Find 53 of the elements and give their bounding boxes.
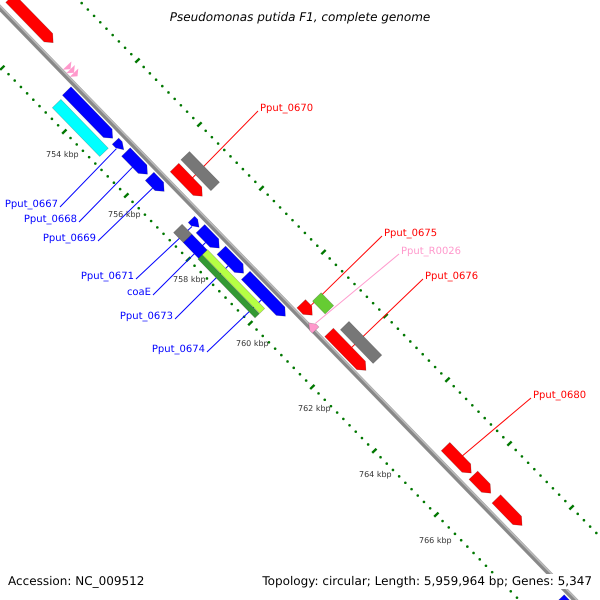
gene-label: coaE (126, 287, 151, 299)
leader-line (136, 226, 192, 280)
scale-label: 760 kbp (236, 338, 269, 350)
leader-line (192, 110, 258, 178)
gene-label: Pput_0674 (152, 344, 205, 356)
gene-feature (340, 320, 382, 364)
gene-feature (492, 494, 522, 526)
gene-label: Pput_0668 (24, 214, 77, 226)
gene-feature (62, 61, 78, 77)
accession-text: Accession: NC_009512 (8, 574, 144, 589)
leader-line (310, 236, 382, 306)
gene-feature (468, 470, 492, 494)
gene-feature (216, 246, 244, 274)
gene-feature (62, 86, 114, 139)
gene-feature (170, 162, 203, 197)
leader-line (351, 278, 424, 348)
scale-label: 766 kbp (419, 535, 452, 547)
leader-line (314, 254, 400, 324)
title: Pseudomonas putida F1, complete genome (168, 10, 432, 25)
gene-label: Pput_0676 (425, 271, 478, 283)
scale-label: 754 kbp (46, 149, 79, 161)
gene-label: Pput_0671 (80, 271, 134, 283)
gene-feature (440, 442, 472, 474)
scale-label: 758 kbp (173, 274, 206, 286)
gene-label: Pput_0673 (120, 311, 173, 323)
gene-feature (324, 328, 366, 371)
genome-info-text: Topology: circular; Length: 5,959,964 bp; Genes: 5,347 (262, 574, 592, 589)
gene-label: Pput_0675 (384, 228, 438, 240)
gene-feature (173, 224, 192, 244)
gene-feature (112, 138, 124, 150)
gene-feature (5, 0, 54, 44)
gene-label: Pput_0669 (42, 233, 96, 245)
gene-feature (144, 172, 165, 192)
gene-feature (196, 224, 220, 248)
gene-label: Pput_0680 (533, 390, 586, 402)
gene-feature (182, 234, 208, 259)
gene-feature (188, 216, 200, 228)
gene-label: Pput_0667 (4, 199, 58, 211)
scale-label: 762 kbp (298, 403, 331, 415)
gene-feature (180, 151, 220, 192)
scale-label: 756 kbp (108, 209, 141, 221)
gene-feature (296, 299, 313, 316)
gene-feature (312, 292, 334, 314)
gene-label: Pput_R0026 (401, 246, 462, 258)
scale-label: 764 kbp (359, 469, 392, 481)
gene-label: Pput_0670 (260, 103, 314, 115)
leader-line (98, 188, 154, 242)
gene-feature (308, 322, 320, 334)
leader-line (78, 166, 133, 222)
gene-feature (121, 147, 148, 175)
leader-line (462, 398, 532, 456)
leader-line (60, 148, 117, 208)
gene-feature (240, 270, 286, 317)
